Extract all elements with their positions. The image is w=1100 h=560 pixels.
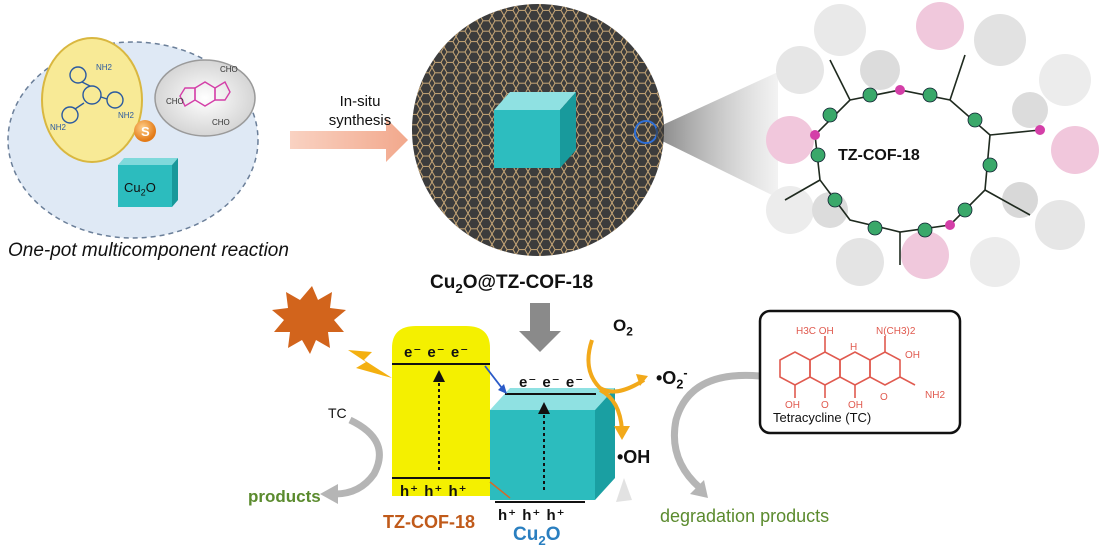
down-arrow bbox=[519, 303, 561, 352]
cube-label-sub: 2 bbox=[140, 187, 146, 198]
hydroxyl-label: •OH bbox=[617, 447, 651, 467]
aldehyde-monomer-structure bbox=[179, 81, 231, 107]
cu2o-holes: h⁺ h⁺ h⁺ bbox=[498, 507, 566, 524]
aldehyde-monomer-disc bbox=[154, 59, 256, 137]
cu2o-material-main: Cu bbox=[513, 524, 539, 545]
composite-particle bbox=[412, 4, 664, 256]
tc-degradation-arrow bbox=[334, 416, 383, 498]
reaction-caption: One-pot multicomponent reaction bbox=[8, 240, 289, 261]
tc-group-ch3-oh: H3C OH bbox=[796, 326, 834, 337]
cof-band bbox=[392, 326, 490, 496]
synthesis-label-line2: synthesis bbox=[328, 112, 392, 129]
degradation-arrow bbox=[670, 371, 761, 491]
tc-group-nme2: N(CH3)2 bbox=[876, 326, 916, 337]
superoxide-label-main: •O bbox=[656, 368, 677, 388]
aldehyde-label-top: CHO bbox=[220, 65, 238, 74]
cu2o-band bbox=[490, 388, 632, 503]
amine-label-top: NH2 bbox=[96, 63, 113, 72]
amine-label-right: NH2 bbox=[118, 111, 135, 120]
composite-label: Cu2O@TZ-COF-18 bbox=[430, 272, 593, 296]
tc-group-o-1: O bbox=[821, 400, 829, 411]
zoom-beam bbox=[656, 72, 778, 198]
cof-electrons: e⁻ e⁻ e⁻ bbox=[404, 344, 470, 361]
synthesis-label-line1: In-situ bbox=[339, 93, 381, 110]
o2-label-main: O bbox=[613, 316, 627, 335]
cu2o-material-label: Cu2O bbox=[513, 524, 561, 548]
aldehyde-label-bottom: CHO bbox=[212, 118, 230, 127]
o2-reduction-arrow bbox=[586, 339, 646, 394]
cube-label-main: Cu bbox=[124, 180, 141, 195]
cu2o-electrons: e⁻ e⁻ e⁻ bbox=[519, 374, 585, 391]
amine-monomer-disc bbox=[41, 37, 143, 163]
tetracycline-name: Tetracycline (TC) bbox=[773, 410, 872, 425]
tc-group-o-2: O bbox=[880, 392, 888, 403]
cof-framework bbox=[766, 2, 1099, 287]
cube-label-end: O bbox=[145, 180, 156, 195]
cu2o-material-sub: 2 bbox=[538, 532, 546, 548]
amine-label-left: NH2 bbox=[50, 123, 67, 132]
degradation-products-label: degradation products bbox=[660, 506, 830, 526]
synthesis-arrow bbox=[290, 118, 408, 162]
aldehyde-label-left: CHO bbox=[166, 97, 184, 106]
framework-label: TZ-COF-18 bbox=[835, 147, 923, 165]
tc-group-h: H bbox=[850, 342, 857, 353]
oh-generation-arrow bbox=[599, 388, 624, 431]
tc-label: TC bbox=[328, 405, 347, 421]
composite-label-main: Cu bbox=[430, 272, 456, 293]
superoxide-label: •O2- bbox=[656, 366, 688, 392]
reactants-panel bbox=[7, 37, 259, 239]
cof-material-label: TZ-COF-18 bbox=[383, 512, 475, 532]
sulfur-sphere bbox=[134, 120, 156, 142]
cu2o-material-end: O bbox=[545, 524, 561, 545]
composite-label-end: O@TZ-COF-18 bbox=[462, 272, 594, 293]
tetracycline-structure bbox=[779, 336, 916, 398]
tc-group-oh-mid: OH bbox=[848, 400, 863, 411]
sulfur-label: S bbox=[141, 124, 150, 139]
o2-label-sub: 2 bbox=[626, 324, 633, 339]
tc-group-oh-right: OH bbox=[905, 350, 920, 361]
sun-icon bbox=[272, 286, 346, 354]
products-label: products bbox=[248, 487, 321, 506]
lightning-icon bbox=[348, 350, 392, 378]
tc-group-oh-bottom: OH bbox=[785, 400, 800, 411]
hole-transfer-arrow bbox=[489, 481, 511, 499]
cube-label: Cu2O bbox=[124, 180, 156, 198]
superoxide-label-sub: 2 bbox=[676, 377, 684, 392]
cu2o-small-cube bbox=[118, 158, 178, 207]
tetracycline-box: H3C OH N(CH3)2 OH H OH O OH O NH2 bbox=[758, 309, 962, 435]
cof-holes: h⁺ h⁺ h⁺ bbox=[400, 483, 468, 500]
synthesis-label: In-situ synthesis bbox=[310, 92, 410, 130]
superoxide-label-sup: - bbox=[683, 366, 688, 380]
composite-label-sub: 2 bbox=[455, 280, 463, 296]
tc-group-nh2: NH2 bbox=[925, 390, 945, 401]
o2-label: O2 bbox=[613, 316, 633, 338]
amine-monomer-structure bbox=[61, 66, 124, 124]
